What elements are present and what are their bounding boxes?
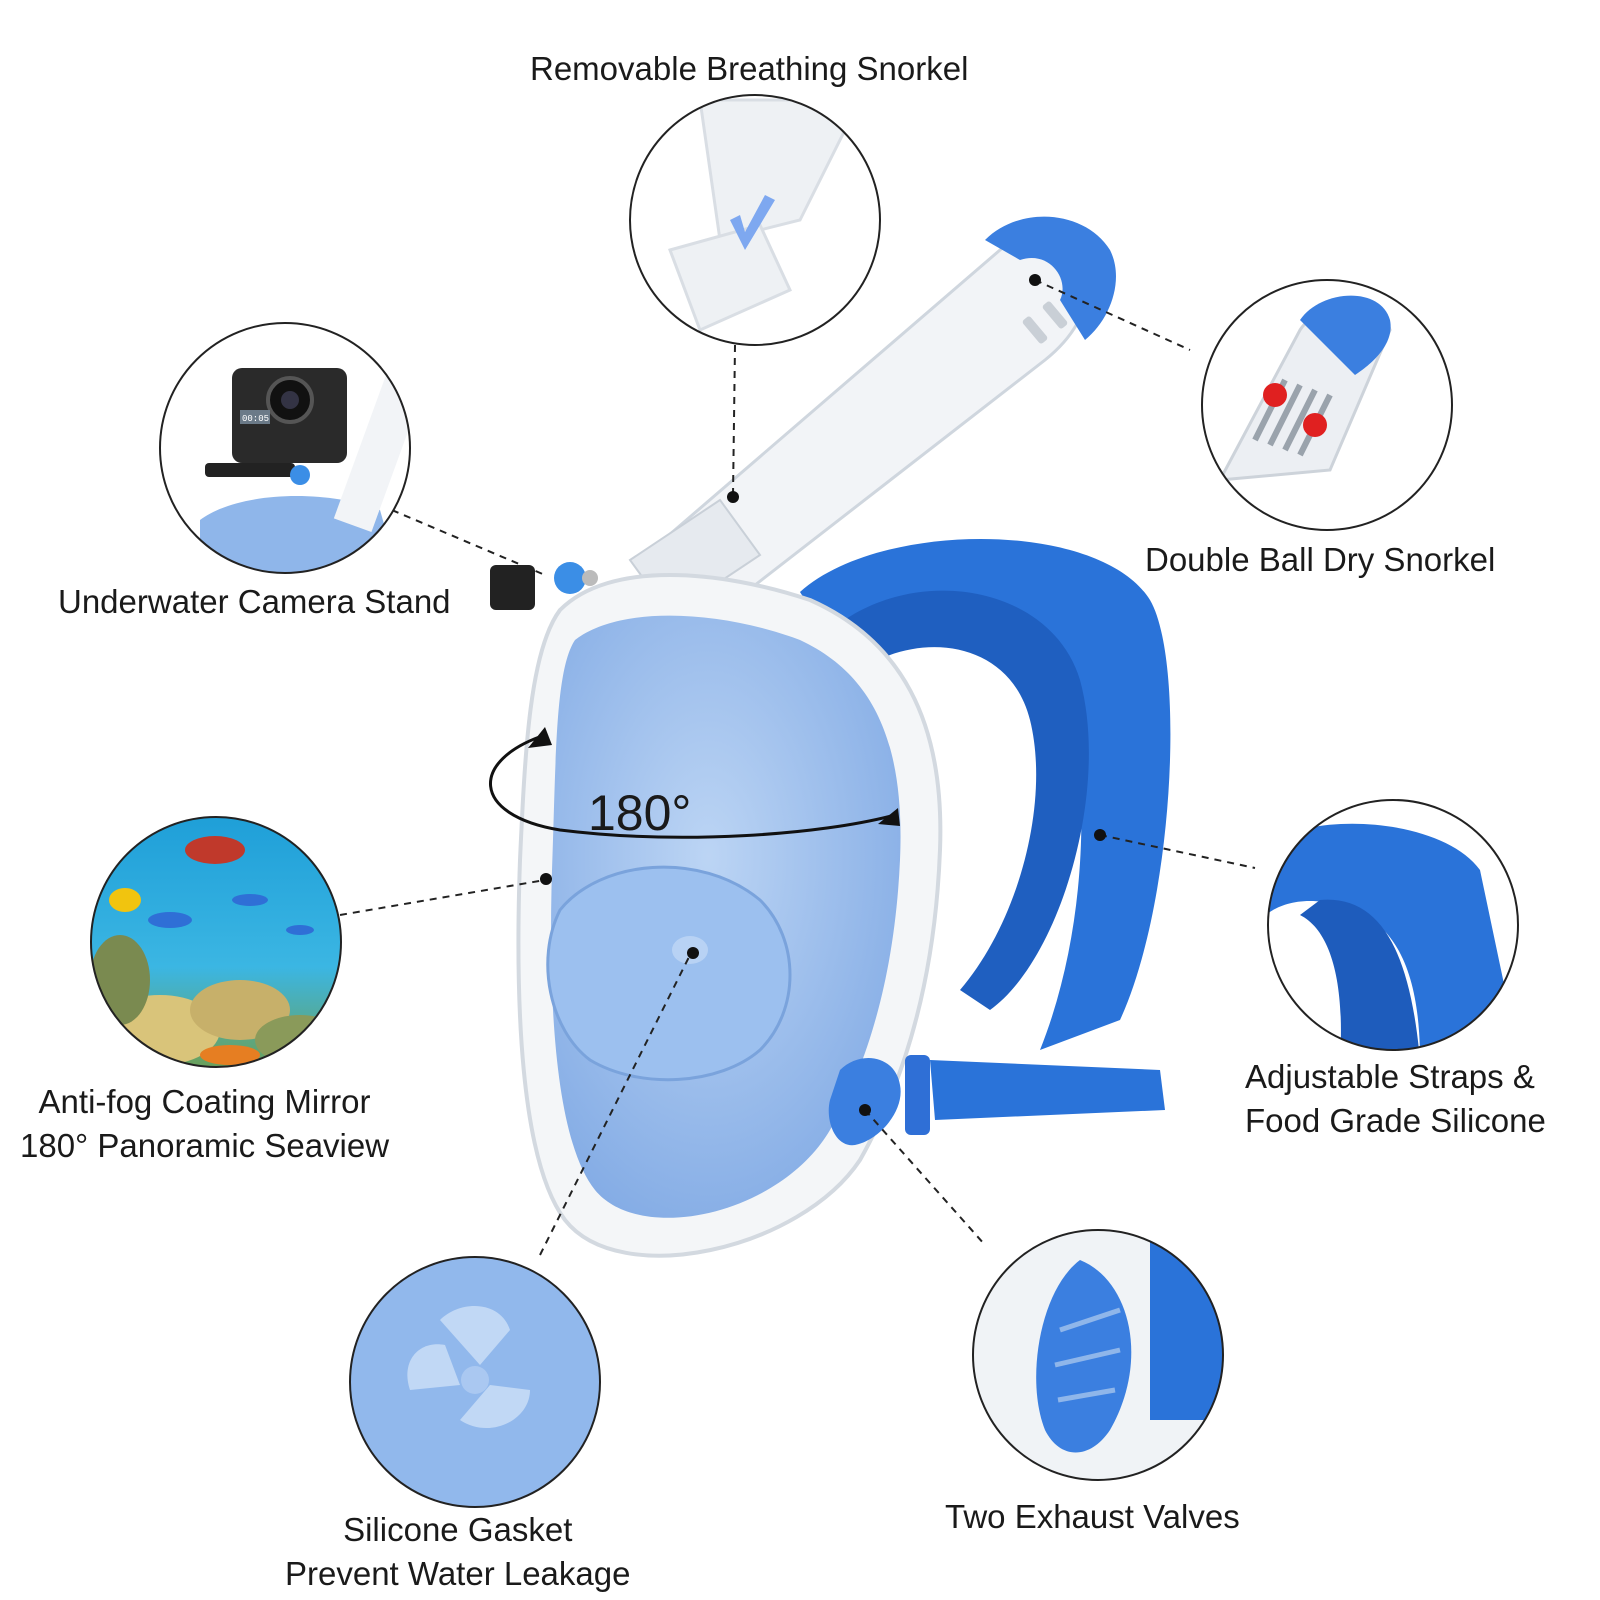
circle-gasket-detail [349,1256,601,1508]
circle-camera-detail: 00:05 [159,322,411,574]
exhaust-valve-left [828,1058,901,1146]
leader-camera [379,504,546,576]
head-strap [800,538,1171,1050]
leader-gasket [539,954,691,1256]
leader-dry [1034,279,1191,351]
label-exhaust-valves: Two Exhaust Valves [945,1498,1240,1535]
tropical-fish-icon [109,836,314,1065]
circle-snorkel-detail [629,94,881,346]
circle-dry-snorkel-detail [1201,279,1453,531]
circle-valve-detail [972,1229,1224,1481]
leader-valves [864,1109,986,1246]
check-mark-icon [730,195,775,250]
leader-dots [540,274,1106,1116]
leader-antifog [339,879,546,916]
label-gasket: Silicone Gasket Prevent Water Leakage [285,1511,631,1592]
label-dry-snorkel: Double Ball Dry Snorkel [1145,541,1496,578]
snorkel-vent-2 [1042,301,1068,329]
dry-valve-ball-1 [1263,383,1287,407]
panorama-arrow [489,733,896,839]
head-strap-inner [820,590,1089,1010]
panorama-degree-label: 180° [588,785,692,841]
label-antifog: Anti-fog Coating Mirror 180° Panoramic S… [20,1083,390,1164]
camera-mount-knob [554,562,586,594]
label-camera-stand: Underwater Camera Stand [58,583,451,620]
camera-screen-text: 00:05 [242,414,269,424]
snorkel-vent-1 [1022,316,1048,344]
lower-strap [930,1060,1165,1120]
circle-seaview-detail [90,816,342,1068]
action-camera-icon: 00:05 [205,368,347,485]
full-face-snorkel-mask-icon [489,216,1171,1258]
label-removable-snorkel: Removable Breathing Snorkel [530,50,969,87]
dry-valve-ball-2 [1303,413,1327,437]
nose-cup [546,865,792,1082]
label-straps: Adjustable Straps & Food Grade Silicone [1245,1058,1546,1139]
leader-straps [1099,834,1256,869]
camera-mount-screw [490,565,535,610]
leader-snorkel [732,344,736,496]
callout-leaders [339,279,1256,1256]
circle-straps-detail [1267,799,1519,1051]
snorkel-cap [985,216,1116,340]
side-buckle [905,1055,930,1135]
